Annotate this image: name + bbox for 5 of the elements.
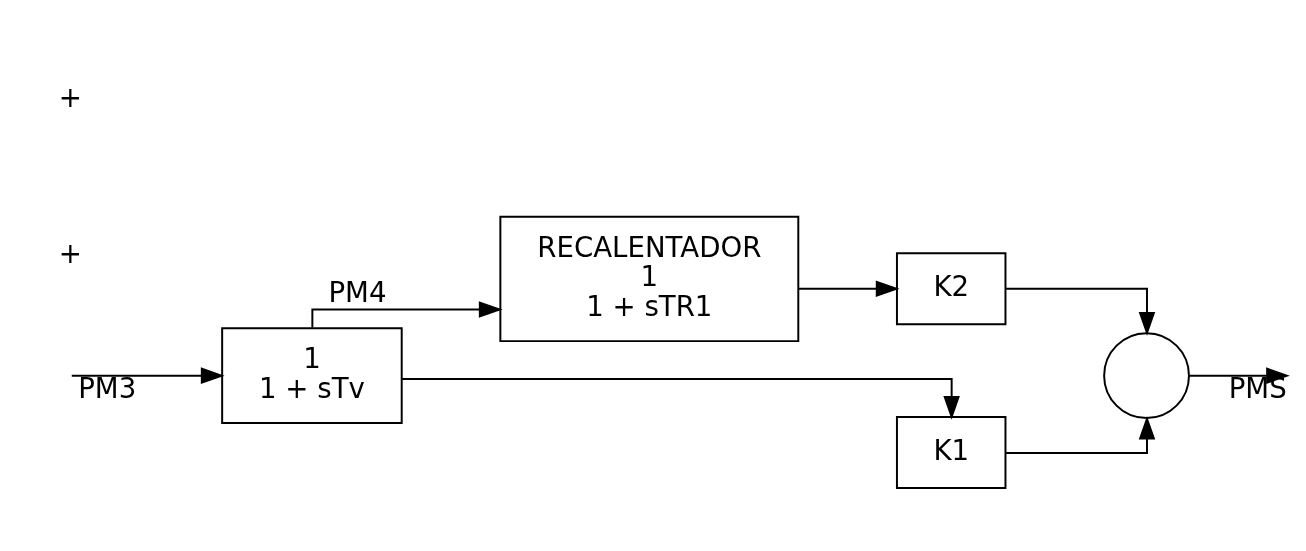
label: + xyxy=(58,236,82,270)
label: + xyxy=(58,80,82,114)
edge-label: PM4 xyxy=(328,275,387,309)
edge-label: PM3 xyxy=(78,371,137,405)
edge-label: PMS xyxy=(1228,371,1287,405)
